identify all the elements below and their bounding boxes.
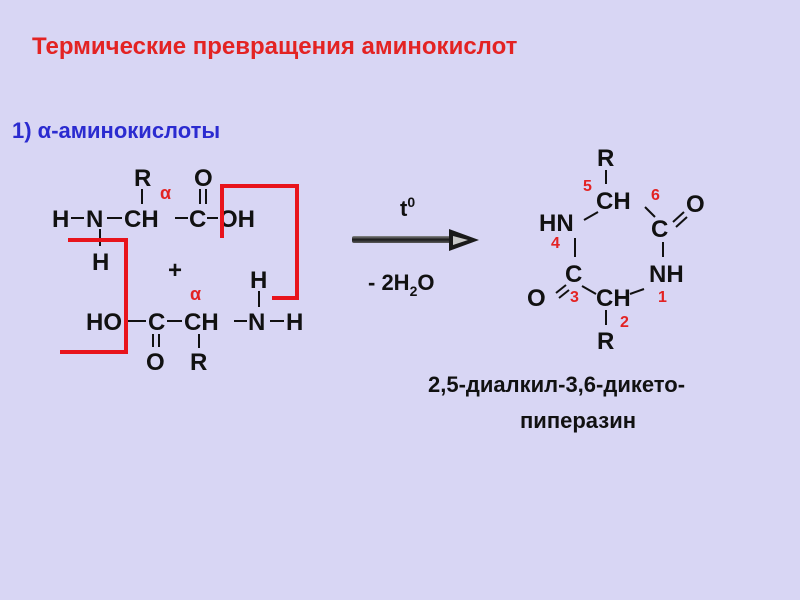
atom-oh: OH — [219, 206, 255, 233]
water-subscript: 2 — [410, 283, 418, 299]
alpha-label: α — [160, 183, 171, 203]
bond — [644, 206, 656, 218]
water-suffix: O — [417, 270, 434, 295]
reactant-1: H N CH C OH R α O H — [52, 165, 255, 276]
atom-r: R — [190, 349, 207, 376]
atom-r-top: R — [597, 145, 614, 172]
atom-c: C — [148, 309, 165, 336]
atom-hn: HN — [539, 210, 574, 237]
bond — [629, 288, 645, 295]
reactant-2: HO C CH N H H α O R — [86, 267, 303, 376]
atom-ch: CH — [184, 309, 219, 336]
atom-h-right: H — [286, 309, 303, 336]
product-name-line-1: 2,5-диалкил-3,6-дикето- — [428, 372, 686, 397]
plus-sign: + — [168, 257, 182, 284]
atom-h-top: H — [250, 267, 267, 294]
arrow-shaft — [352, 236, 454, 243]
ring-position-2: 2 — [620, 314, 629, 331]
product-name-line-2: пиперазин — [520, 408, 637, 433]
atom-ch-bottom: CH — [596, 285, 631, 312]
section-heading: 1) α-аминокислоты — [12, 118, 221, 143]
double-bond-line — [558, 289, 570, 299]
atom-ch: CH — [124, 206, 159, 233]
bond — [581, 285, 597, 295]
ring-position-4: 4 — [551, 235, 560, 252]
double-bond-line — [555, 284, 567, 294]
atom-o-left: O — [527, 285, 546, 312]
page-title: Термические превращения аминокислот — [32, 33, 518, 60]
atom-h-left: H — [52, 206, 69, 233]
atom-o-right: O — [686, 191, 705, 218]
oh-highlight-bracket — [220, 184, 299, 300]
atom-o: O — [146, 349, 165, 376]
temperature-condition: t0 — [400, 194, 415, 221]
double-bond-line — [675, 216, 688, 228]
atom-c: C — [189, 206, 206, 233]
arrow-head-highlight — [453, 236, 468, 245]
alpha-label: α — [190, 284, 201, 304]
atom-n: N — [248, 309, 265, 336]
temperature-superscript: 0 — [407, 194, 415, 210]
atom-c-right: C — [651, 216, 668, 243]
atom-n: N — [86, 206, 103, 233]
atom-nh: NH — [649, 261, 684, 288]
water-prefix: - 2H — [368, 270, 410, 295]
double-bond-line — [672, 211, 685, 223]
ring-position-6: 6 — [651, 187, 660, 204]
product-ring: R CH HN C O C NH O CH R 5 6 4 3 1 2 — [527, 145, 705, 355]
atom-c-left: C — [565, 261, 582, 288]
temperature-base: t — [400, 196, 408, 221]
bond — [583, 211, 599, 221]
h-highlight-bracket — [60, 238, 128, 354]
atom-o: O — [194, 165, 213, 192]
atom-ch-top: CH — [596, 188, 631, 215]
ring-position-1: 1 — [658, 289, 667, 306]
atom-h-below: H — [92, 249, 109, 276]
water-elimination: - 2H2O — [368, 270, 434, 299]
reaction-arrow — [352, 229, 479, 251]
atom-r-bottom: R — [597, 328, 614, 355]
atom-r: R — [134, 165, 151, 192]
ring-position-5: 5 — [583, 178, 592, 195]
ring-position-3: 3 — [570, 289, 579, 306]
atom-ho: HO — [86, 309, 122, 336]
